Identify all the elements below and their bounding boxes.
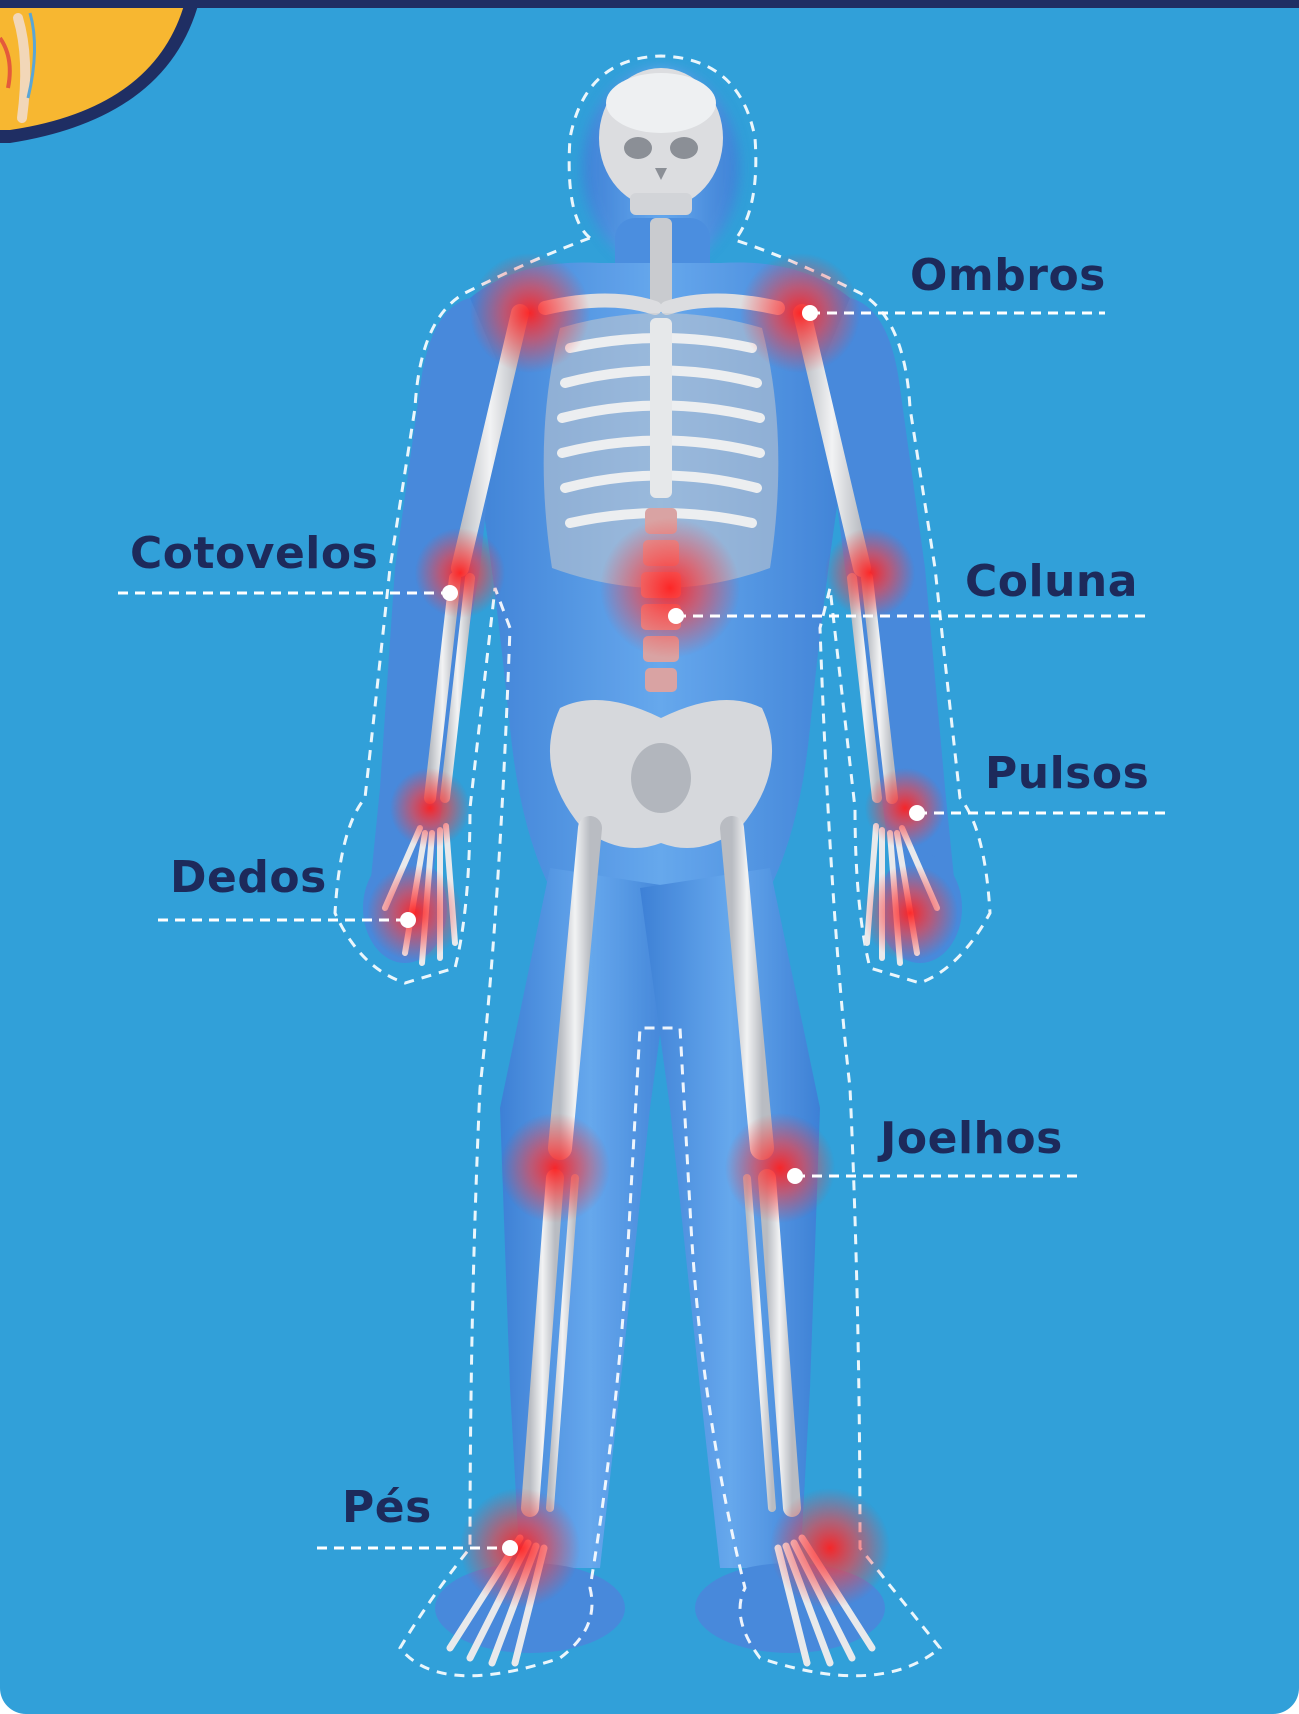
label-cotovelos: Cotovelos	[130, 528, 378, 579]
label-ombros: Ombros	[910, 250, 1106, 301]
label-dedos: Dedos	[170, 852, 327, 903]
label-joelhos: Joelhos	[880, 1113, 1063, 1164]
label-pulsos: Pulsos	[985, 748, 1149, 799]
label-pes: Pés	[342, 1482, 432, 1533]
label-coluna: Coluna	[965, 556, 1138, 607]
corner-badge-icon	[0, 8, 200, 143]
